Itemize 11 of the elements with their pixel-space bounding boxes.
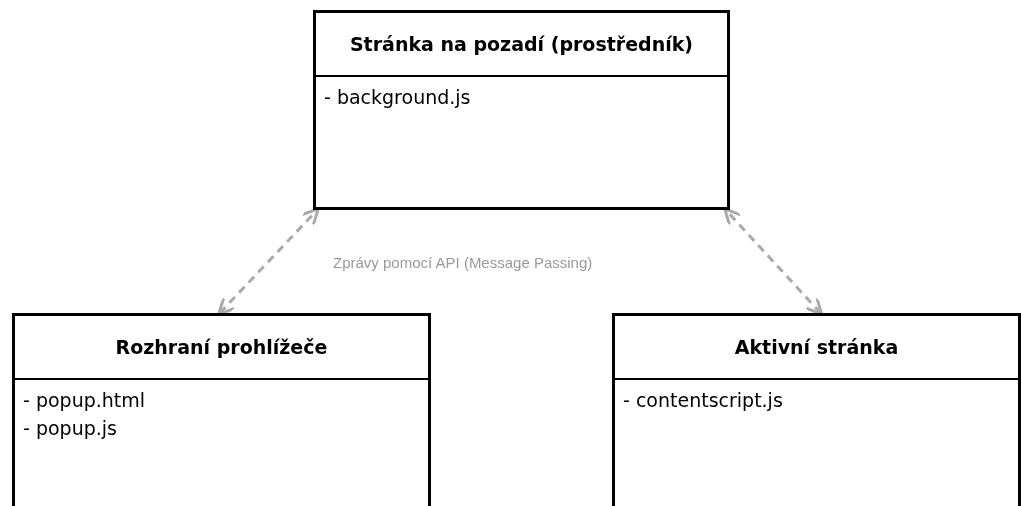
file-name: - background.js <box>324 85 471 110</box>
edge-caption: Zprávy pomocí API (Message Passing) <box>333 254 593 271</box>
class-box <box>12 313 431 506</box>
class-box <box>313 10 730 210</box>
box-title: Stránka na pozadí (prostředník) <box>349 33 694 55</box>
class-box <box>612 313 1021 506</box>
box-title: Rozhraní prohlížeče <box>115 336 328 358</box>
file-name: - popup.html <box>23 388 146 413</box>
box-title: Aktivní stránka <box>734 336 899 358</box>
file-name: - popup.js <box>23 416 117 441</box>
file-name: - contentscript.js <box>623 388 783 413</box>
